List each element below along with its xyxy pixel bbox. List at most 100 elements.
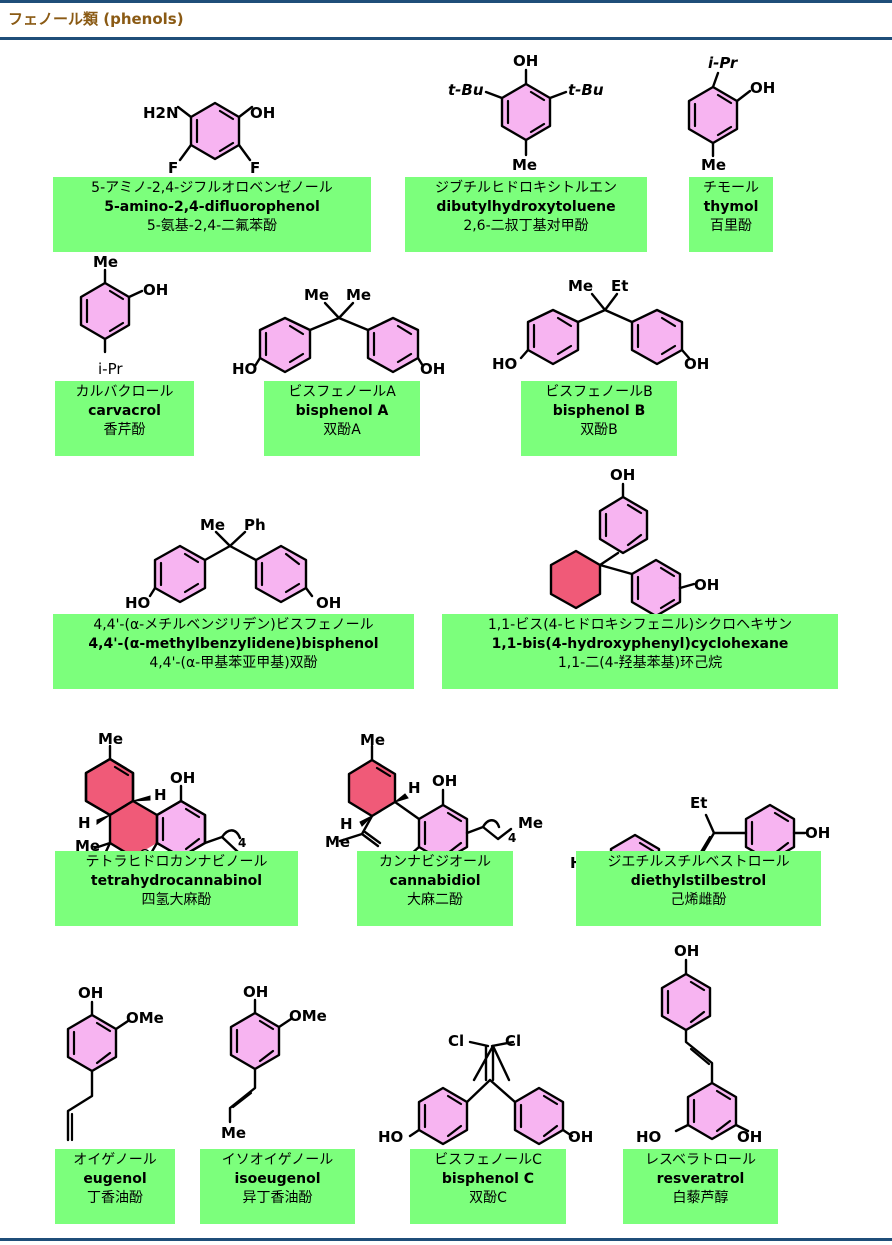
name-ja: ジエチルスチルベストロール xyxy=(607,854,790,870)
structure-bisphenol-c: Cl Cl HO OH xyxy=(378,1032,593,1146)
name-ja: カルバクロール xyxy=(75,384,174,400)
structure-bht: OH t-Bu t-Bu Me xyxy=(448,52,604,174)
name-ja: テトラヒドロカンナビノール xyxy=(85,854,268,870)
name-zh: 4,4'-(α-甲基苯亚甲基)双酚 xyxy=(149,655,318,671)
structure-resveratrol: OH HO OH xyxy=(636,942,762,1146)
structure-methylbenzylidene-bisphenol: Me Ph HO OH xyxy=(125,516,341,612)
bottom-rule xyxy=(0,1238,892,1241)
atom-label: OH xyxy=(420,360,445,378)
name-ja: ビスフェノールA xyxy=(288,384,396,400)
name-zh: 1,1-二(4-羟基苯基)环己烷 xyxy=(557,655,723,671)
atom-label: Me xyxy=(568,277,593,295)
atom-label: F xyxy=(168,159,178,177)
name-en: cannabidiol xyxy=(389,873,481,889)
name-en: diethylstilbestrol xyxy=(630,873,767,889)
atom-label: HO xyxy=(125,594,150,612)
atom-label: t-Bu xyxy=(448,81,484,99)
name-zh: 2,6-二叔丁基对甲酚 xyxy=(463,218,589,234)
compound-label-bisphenol-c: ビスフェノールC bisphenol C 双酚C xyxy=(410,1149,566,1224)
structure-cbd: Me H OH H Me HO 4 Me xyxy=(325,731,543,868)
atom-label: Me xyxy=(346,286,371,304)
atom-label: H xyxy=(408,779,421,797)
atom-label: 4 xyxy=(238,836,246,850)
atom-label: HO xyxy=(636,1128,661,1146)
atom-label: HO xyxy=(492,355,517,373)
compound-label-thc: テトラヒドロカンナビノール tetrahydrocannabinol 四氢大麻酚 xyxy=(55,851,298,926)
compound-label-resveratrol: レスベラトロール resveratrol 白藜芦醇 xyxy=(623,1149,778,1224)
atom-label: OH xyxy=(684,355,709,373)
name-ja: ジブチルヒドロキシトルエン xyxy=(435,180,617,196)
name-zh: 白藜芦醇 xyxy=(672,1190,729,1206)
structure-isoeugenol: OH OMe Me xyxy=(221,983,327,1142)
atom-label: Me xyxy=(200,516,225,534)
header-rule xyxy=(0,37,892,40)
name-zh: 己烯雌酚 xyxy=(670,892,727,908)
structure-thymol: i-Pr OH Me xyxy=(687,54,775,174)
compound-label-methylbenzylidene-bisphenol: 4,4'-(α-メチルベンジリデン)ビスフェノール 4,4'-(α-methyl… xyxy=(53,614,414,689)
name-ja: ビスフェノールB xyxy=(545,384,653,400)
atom-label: OH xyxy=(432,772,457,790)
atom-label: OH xyxy=(750,79,775,97)
compound-label-bisphenol-cyclohexane: 1,1-ビス(4-ヒドロキシフェニル)シクロヘキサン 1,1-bis(4-hyd… xyxy=(442,614,838,689)
atom-label: OH xyxy=(170,769,195,787)
atom-label: OH xyxy=(737,1128,762,1146)
name-en: thymol xyxy=(703,199,759,215)
atom-label: OH xyxy=(805,824,830,842)
name-zh: 丁香油酚 xyxy=(87,1190,143,1206)
atom-label: H xyxy=(154,786,167,804)
compound-label-bisphenol-b: ビスフェノールB bisphenol B 双酚B xyxy=(521,381,677,456)
atom-label: OH xyxy=(250,104,275,122)
atom-label: OH xyxy=(694,576,719,594)
name-ja: カンナビジオール xyxy=(379,854,491,870)
name-zh: 双酚C xyxy=(469,1190,507,1206)
atom-label: Me xyxy=(512,156,537,174)
atom-label: HO xyxy=(378,1128,403,1146)
name-ja: オイゲノール xyxy=(73,1152,157,1168)
atom-label: i-Pr xyxy=(98,360,123,378)
atom-label: i-Pr xyxy=(708,54,739,72)
atom-label: OH xyxy=(568,1128,593,1146)
compound-label-bisphenol-a: ビスフェノールA bisphenol A 双酚A xyxy=(264,381,420,456)
structure-difluoroaminophenol: H2N OH F F xyxy=(143,101,275,177)
name-ja: チモール xyxy=(703,180,759,196)
name-ja: 4,4'-(α-メチルベンジリデン)ビスフェノール xyxy=(93,617,374,633)
compound-label-thymol: チモール thymol 百里酚 xyxy=(689,177,773,252)
name-en: dibutylhydroxytoluene xyxy=(436,199,616,215)
atom-label: OH xyxy=(143,281,168,299)
atom-label: Me xyxy=(360,731,385,749)
atom-label: H2N xyxy=(143,104,179,122)
atom-label: OH xyxy=(610,466,635,484)
atom-label: F xyxy=(250,159,260,177)
name-ja: イソオイゲノール xyxy=(221,1152,334,1168)
compound-label-diethylstilbestrol: ジエチルスチルベストロール diethylstilbestrol 己烯雌酚 xyxy=(576,851,821,926)
atom-label: 4 xyxy=(508,831,516,845)
name-zh: 四氢大麻酚 xyxy=(141,892,212,908)
atom-label: Me xyxy=(701,156,726,174)
name-en: bisphenol C xyxy=(441,1171,535,1187)
atom-label: Me xyxy=(304,286,329,304)
atom-label: H xyxy=(78,814,91,832)
name-ja: 1,1-ビス(4-ヒドロキシフェニル)シクロヘキサン xyxy=(487,617,793,633)
compound-label-isoeugenol: イソオイゲノール isoeugenol 异丁香油酚 xyxy=(200,1149,355,1224)
atom-label: HO xyxy=(232,360,257,378)
structure-thc: Me H OH H Me Me O 4 xyxy=(75,730,246,874)
name-en: eugenol xyxy=(83,1171,147,1187)
atom-label: OMe xyxy=(126,1009,164,1027)
structure-eugenol: OH OMe xyxy=(66,984,164,1142)
name-en: 4,4'-(α-methylbenzylidene)bisphenol xyxy=(88,636,379,652)
atom-label: Me xyxy=(518,814,543,832)
atom-label: Me xyxy=(75,837,100,855)
name-zh: 双酚B xyxy=(580,422,618,438)
page-title: フェノール類 (phenols) xyxy=(8,10,184,28)
name-ja: レスベラトロール xyxy=(644,1152,757,1168)
atom-label: t-Bu xyxy=(568,81,604,99)
atom-label: Et xyxy=(611,277,628,295)
atom-label: H xyxy=(340,815,353,833)
compound-label-eugenol: オイゲノール eugenol 丁香油酚 xyxy=(55,1149,175,1224)
compound-label-cbd: カンナビジオール cannabidiol 大麻二酚 xyxy=(357,851,513,926)
structure-bisphenol-cyclohexane: OH OH xyxy=(549,466,719,618)
name-zh: 大麻二酚 xyxy=(407,892,463,908)
structure-bisphenol-b: Me Et HO OH xyxy=(492,277,709,373)
name-en: carvacrol xyxy=(88,403,161,419)
name-en: bisphenol B xyxy=(552,403,646,419)
